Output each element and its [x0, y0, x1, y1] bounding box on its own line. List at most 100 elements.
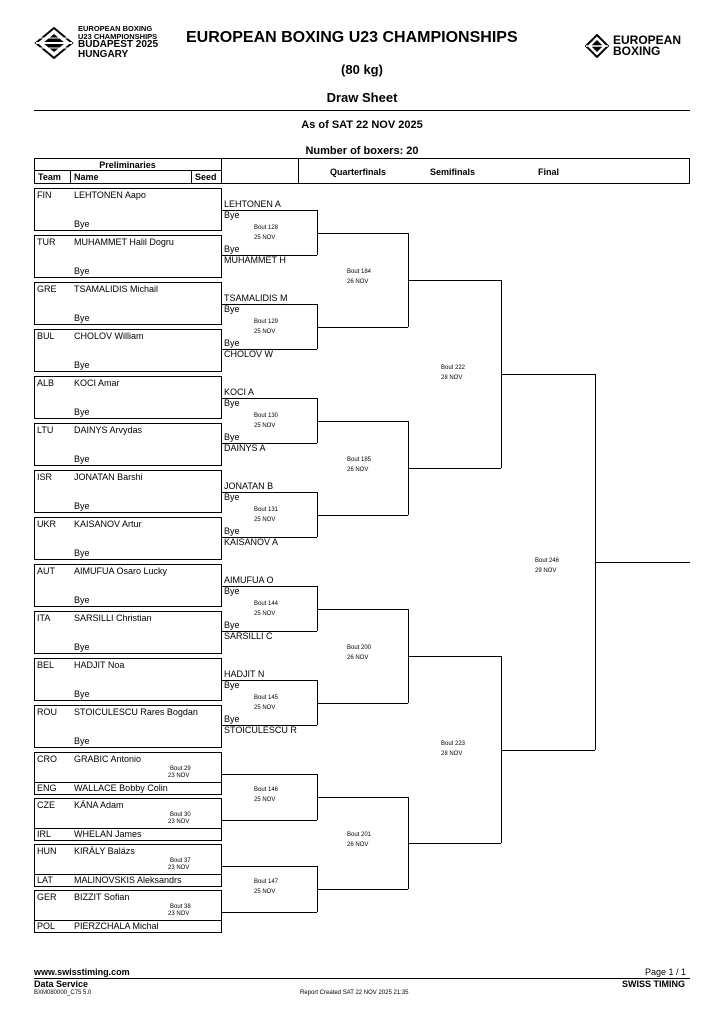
bracket-line: [317, 398, 318, 443]
boxer-name: HADJIT Noa: [74, 660, 125, 670]
team-code: ITA: [37, 613, 51, 623]
team-code: GRE: [37, 284, 57, 294]
bracket-line: [221, 398, 317, 399]
boxer-name: MUHAMMET Halil Dogru: [74, 237, 174, 247]
boxer-name: KOCI Amar: [74, 378, 120, 388]
bout-date: 25 NOV: [254, 329, 276, 335]
team-code: UKR: [37, 519, 57, 529]
bracket-line: [408, 468, 501, 469]
bye-entry-box: [34, 235, 222, 278]
boxer-name: CHOLOV William: [74, 331, 144, 341]
advancing-boxer: KOCI A: [224, 387, 255, 397]
prelim-bout-divider: [34, 828, 221, 829]
boxer-name: AIMUFUA Osaro Lucky: [74, 566, 168, 576]
bout-number: Bout 184: [347, 269, 372, 275]
event-logo-mark: [34, 26, 74, 60]
team-code: BUL: [37, 331, 55, 341]
bye-label: Bye: [74, 407, 90, 417]
bout-number: Bout 130: [254, 413, 279, 419]
as-of-date: As of SAT 22 NOV 2025: [301, 119, 423, 131]
boxer-name: SARSILLI Christian: [74, 613, 152, 623]
prelim-bout-box: [34, 844, 222, 887]
advancing-boxer: KAISANOV A: [224, 537, 279, 547]
prelim-bout-box: [34, 798, 222, 841]
team-code: CRO: [37, 754, 57, 764]
advancing-boxer: CHOLOV W: [224, 349, 274, 359]
bracket-line: [221, 912, 317, 913]
bout-date: 28 NOV: [441, 375, 463, 381]
bracket-line: [221, 680, 317, 681]
event-logo-line: U23 CHAMPIONSHIPS: [78, 31, 158, 41]
bracket-line: [317, 233, 408, 234]
team-code: GER: [37, 892, 57, 902]
bout-date: 28 NOV: [441, 751, 463, 757]
footer-page: Page 1 / 1: [645, 967, 687, 977]
bout-date: 25 NOV: [254, 705, 276, 711]
boxer-name: KIRÁLY Balázs: [74, 846, 135, 856]
bracket-line: [317, 703, 408, 704]
bye-label: Bye: [74, 454, 90, 464]
bye-label: Bye: [74, 595, 90, 605]
team-header: Team: [38, 172, 61, 182]
prelim-bout-divider: [34, 920, 221, 921]
bout-number: Bout 200: [347, 645, 372, 651]
bracket-line: [501, 750, 595, 751]
team-code: ALB: [37, 378, 55, 388]
bye-label: Bye: [224, 398, 240, 408]
team-code: ISR: [37, 472, 53, 482]
footer-divider: [34, 978, 690, 979]
team-code: FIN: [37, 190, 52, 200]
team-code: TUR: [37, 237, 56, 247]
bout-number: Bout 37: [170, 858, 191, 864]
advancing-boxer: HADJIT N: [224, 669, 265, 679]
semifinals-header: Semifinals: [430, 167, 476, 177]
bracket-line: [221, 631, 317, 632]
bracket-line: [221, 349, 317, 350]
bout-date: 23 NOV: [168, 819, 190, 825]
advancing-boxer: DAINYS A: [224, 443, 266, 453]
bye-label: Bye: [74, 548, 90, 558]
bout-number: Bout 146: [254, 787, 279, 793]
boxer-name: BIZZIT Sofian: [74, 892, 130, 902]
bye-label: Bye: [74, 219, 90, 229]
bout-date: 25 NOV: [254, 797, 276, 803]
brand-logo-mark: [585, 34, 609, 58]
bye-entry-box: [34, 423, 222, 466]
bracket-line: [501, 374, 595, 375]
brand-logo: EUROPEAN BOXING: [585, 34, 695, 60]
team-code: POL: [37, 921, 56, 931]
bracket-line: [221, 537, 317, 538]
seed-header: Seed: [195, 172, 217, 182]
bout-number: Bout 185: [347, 457, 372, 463]
bout-number: Bout 129: [254, 319, 279, 325]
preliminaries-header: Preliminaries: [99, 160, 156, 170]
boxer-name: PIERZCHALA Michal: [74, 921, 159, 931]
advancing-boxer: TSAMALIDIS M: [224, 293, 288, 303]
bracket-line: [317, 680, 318, 725]
bout-date: 26 NOV: [347, 655, 369, 661]
final-header: Final: [538, 167, 560, 177]
bout-number: Bout 246: [535, 558, 560, 564]
bracket-line: [317, 421, 408, 422]
bout-number: Bout 147: [254, 879, 279, 885]
team-code: IRL: [37, 829, 52, 839]
bye-label: Bye: [224, 620, 240, 630]
advancing-boxer: JONATAN B: [224, 481, 274, 491]
bracket-line: [317, 586, 318, 631]
bracket-line: [221, 255, 317, 256]
boxer-count: Number of boxers: 20: [305, 145, 419, 157]
bout-number: Bout 131: [254, 507, 279, 513]
bracket-line: [317, 210, 318, 255]
bracket-line: [317, 889, 408, 890]
bout-number: Bout 144: [254, 601, 279, 607]
bye-label: Bye: [224, 526, 240, 536]
advancing-boxer: STOICULESCU R: [224, 725, 297, 735]
column-header-rule: [221, 158, 222, 184]
bye-entry-box: [34, 517, 222, 560]
bye-entry-box: [34, 658, 222, 701]
weight-class: (80 kg): [341, 62, 383, 77]
bracket-line: [221, 443, 317, 444]
footer-website[interactable]: www.swisstiming.com: [34, 967, 130, 977]
bye-label: Bye: [224, 304, 240, 314]
boxer-name: LEHTONEN Aapo: [74, 190, 146, 200]
